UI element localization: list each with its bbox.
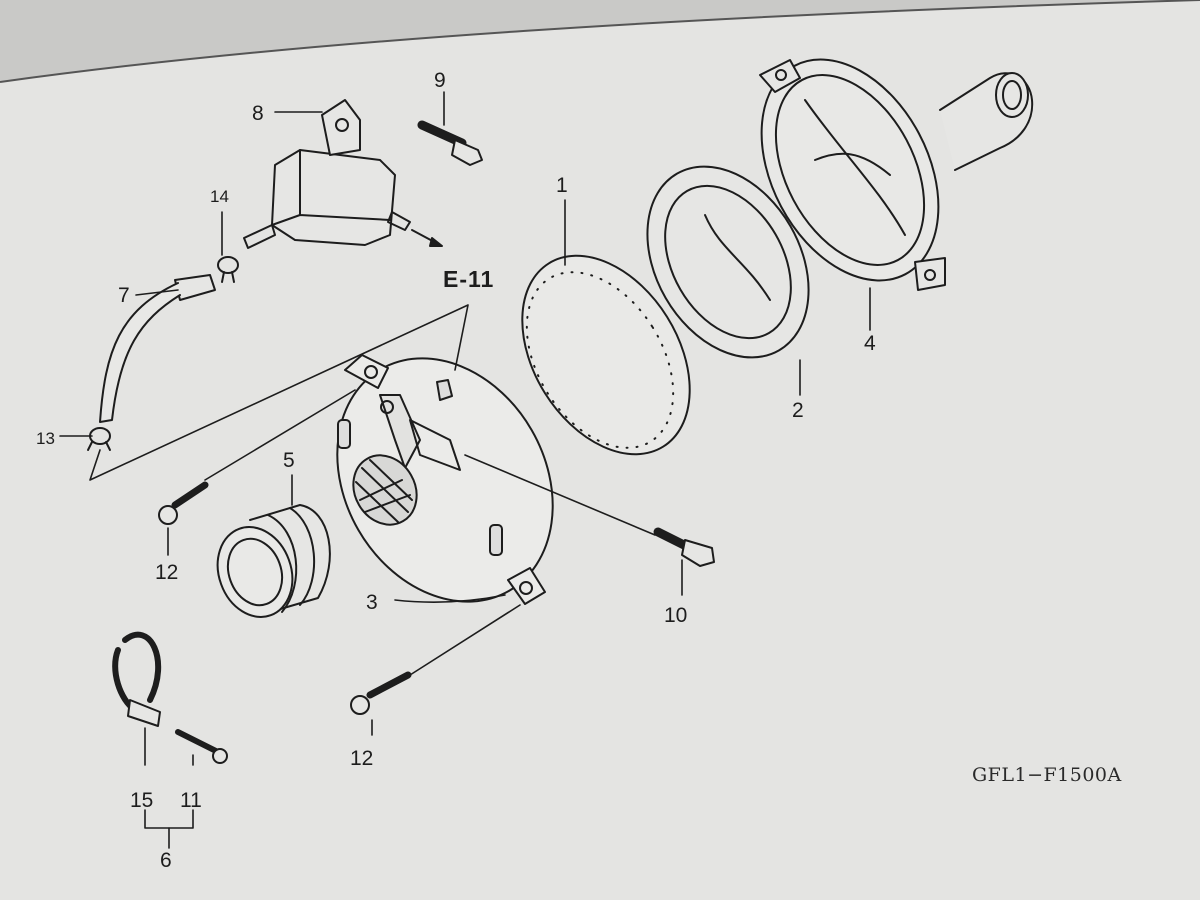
callout-part-8: 8	[252, 102, 264, 125]
breather-tube	[99, 274, 216, 423]
leader-lines	[59, 91, 871, 849]
element-packing-ring	[646, 165, 810, 359]
callout-part-12-lower: 12	[350, 747, 374, 770]
callout-part-9: 9	[434, 69, 446, 92]
reference-label: E-11	[443, 266, 495, 292]
callout-part-11: 11	[180, 789, 202, 812]
air-cleaner-cover	[336, 354, 554, 605]
callout-part-15: 15	[130, 789, 154, 812]
band-clamp	[112, 631, 162, 727]
screw-11	[175, 729, 228, 764]
screw-10	[653, 527, 715, 567]
screw-12-lower	[350, 671, 412, 715]
callout-part-4: 4	[864, 332, 876, 355]
air-cleaner-case	[759, 58, 1034, 291]
filter-element	[521, 254, 691, 456]
page-edge-line	[0, 0, 1200, 83]
figure-code: GFL1−F1500A	[972, 764, 1122, 786]
connecting-tube	[216, 504, 331, 618]
breather-separator	[243, 99, 443, 249]
callout-part-10: 10	[664, 604, 688, 627]
callout-part-13: 13	[36, 429, 55, 448]
callout-part-7: 7	[118, 284, 130, 307]
screw-12-upper	[158, 481, 209, 525]
callout-part-12-upper: 12	[155, 561, 179, 584]
bolt-9	[417, 120, 483, 166]
clip-14	[217, 256, 239, 283]
callout-part-5: 5	[283, 449, 295, 472]
callout-part-2: 2	[792, 399, 804, 422]
callout-part-1: 1	[556, 174, 568, 197]
callout-part-3: 3	[366, 591, 378, 614]
callout-part-6: 6	[160, 849, 172, 872]
callout-part-14: 14	[210, 187, 229, 206]
